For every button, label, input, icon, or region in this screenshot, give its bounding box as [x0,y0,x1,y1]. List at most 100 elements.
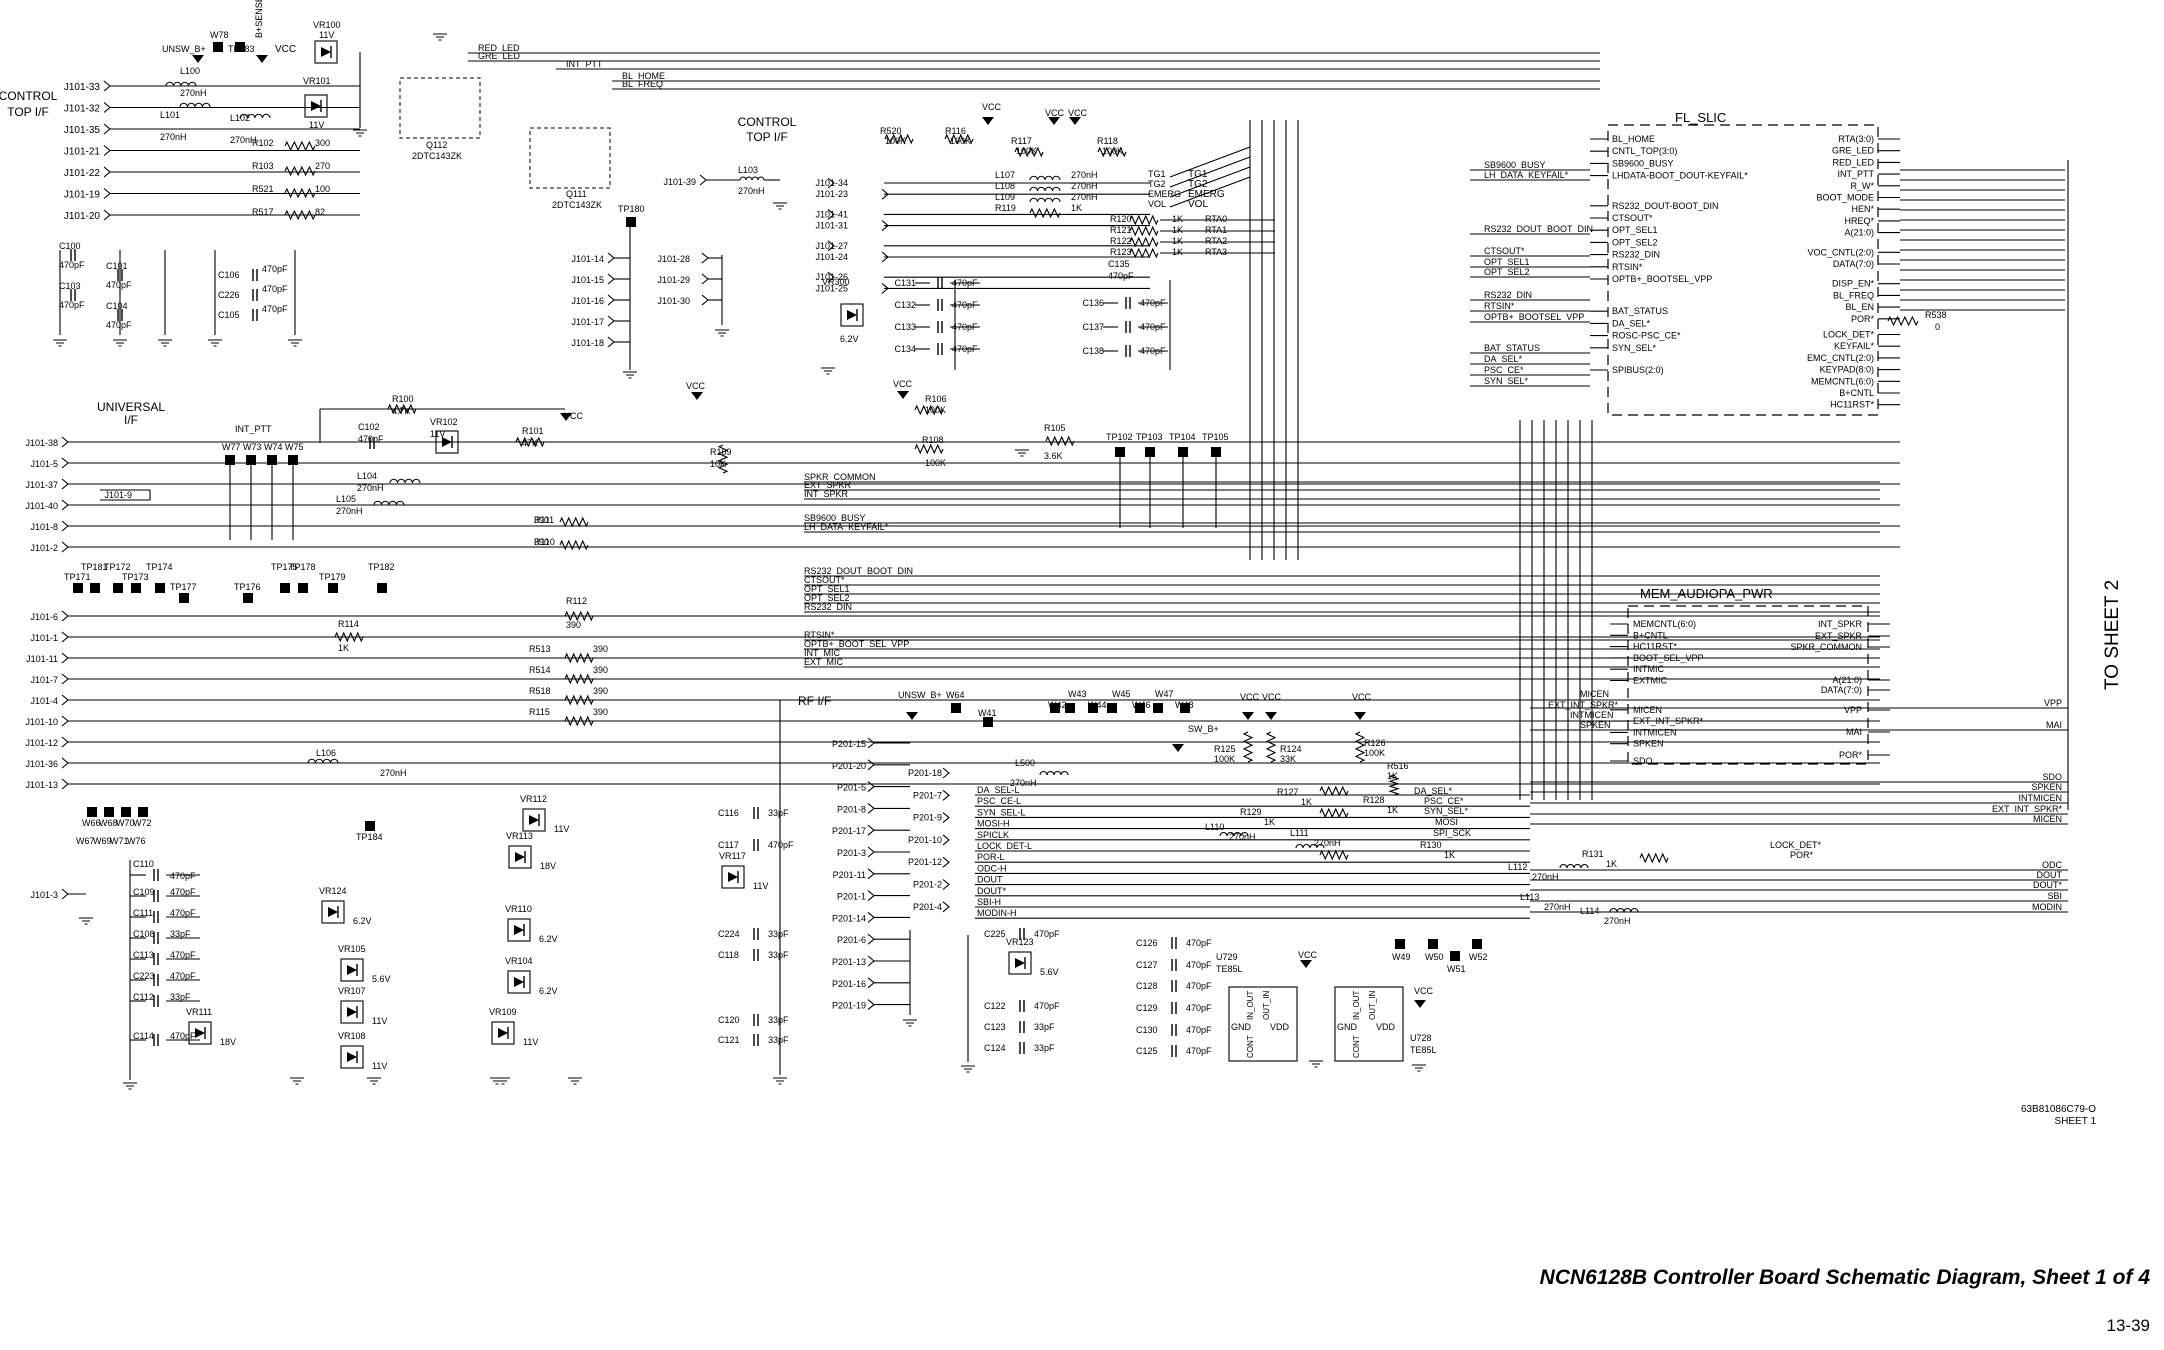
capacitor-value: 33pF [768,950,789,960]
resistor-value: 100 [315,184,330,194]
mem-left-pin: INTMICEN [1633,727,1677,737]
transistor-part: 2DTC143ZK [412,151,462,161]
j101-pin-label: J101-7 [30,675,58,685]
inductor [1609,907,1639,913]
component-ref: L105 [336,494,356,504]
ic-part: TE85L [1410,1045,1437,1055]
inductor [1559,863,1589,869]
ground-icon [79,917,93,925]
fl-slic-right-pin: RTA(3:0) [1838,134,1874,144]
capacitor-ref: C113 [133,950,154,960]
test-point-label: W46 [1132,700,1151,710]
capacitor-value: 470pF [170,871,196,881]
component-value: 1K [1301,797,1312,807]
component-value: 100K [950,136,971,146]
mem-left-pin: MEMCNTL(6:0) [1633,619,1696,629]
wire [1169,146,1251,178]
zener-value: 6.2V [840,334,859,344]
slic-net-label: CTSOUT* [1484,246,1525,256]
zener-ref: VR101 [303,76,331,86]
component-ref: R111 [534,515,554,525]
capacitor-value: 470pF [768,840,794,850]
inductor [1295,843,1325,849]
capacitor-ref: C135 [1108,259,1130,269]
ground-icon [290,1077,304,1085]
p201-pin-label: P201-16 [832,979,866,989]
connector-pin-icon [867,911,875,923]
rf-net-label: MODIN-H [977,908,1017,918]
test-point [1153,703,1163,713]
test-point [377,583,387,593]
connector-pin-icon [61,520,69,532]
capacitor-value: 33pF [768,808,789,818]
zener-value: 11V [753,881,768,891]
vcc-arrow-icon [1048,117,1060,125]
low-zener [347,1052,357,1062]
component-ref: R130 [1420,840,1442,850]
low-zener [347,965,357,975]
ground-icon [773,202,787,210]
resistor [559,516,589,528]
p201-pin-label: P201-13 [832,957,866,967]
test-point [298,583,308,593]
connector-pin-icon [867,802,875,814]
j101-pin-label: J101-26 [815,272,848,282]
right-edge-net: MICEN [2033,814,2062,824]
test-point-label: W76 [127,836,146,846]
component-ref: R114 [338,619,359,629]
gate-pin-label: CONT [1246,1035,1255,1058]
inductor [1029,186,1061,192]
test-point-label: W67 [76,836,95,846]
slic-net-label: SB9600_BUSY [1484,160,1546,170]
zener-ref: VR112 [520,794,547,804]
net-label: BL_HOME [622,71,665,81]
capacitor-value: 470pF [1186,938,1212,948]
component-value: 1K [1444,850,1455,860]
r538-resistor [1887,315,1919,327]
j101-pin-label: J101-12 [25,738,58,748]
component-value: 270nH [1071,181,1098,191]
net-label: RED_LED [478,43,520,53]
fl-slic-block [1607,124,1879,416]
ic-part: TE85L [1216,964,1243,974]
zener-value: 6.2V [539,986,558,996]
resistor-ref: R121 [1110,225,1132,235]
control-top-if-label: TOP I/F [746,130,788,144]
component-ref: L106 [316,748,336,758]
rta-net: RTA0 [1205,214,1227,224]
zener-value: 6.2V [539,934,558,944]
test-point [121,807,131,817]
test-point-label: TP177 [170,582,197,592]
capacitor-value: 470pF [59,260,85,270]
test-point [1145,447,1155,457]
int-ptt-label: INT_PTT [235,424,272,434]
ground-icon [961,1065,975,1073]
resistor-ref: R102 [252,138,274,148]
sheet-number-label: SHEET 1 [2055,1116,2097,1127]
resistor-value: 1K [1172,214,1183,224]
resistor-ref: R106 [925,394,947,404]
component-ref: R115 [529,707,550,717]
capacitor-value: 470pF [262,284,288,294]
w78-test-point [213,42,223,52]
j101-pin-label: J101-23 [815,189,848,199]
j101-pin-label: J101-19 [64,190,101,201]
test-point-label: W49 [1392,952,1411,962]
component-value: 270nH [1604,916,1631,926]
l101-inductor [179,102,211,108]
j101-pin-label: J101-20 [64,211,101,222]
zener-ref: VR109 [489,1007,517,1017]
connector-pin-icon [701,273,709,285]
ground-icon [53,339,67,347]
capacitor-value: 470pF [1186,981,1212,991]
component-ref: R128 [1363,795,1385,805]
capacitor-ref: C223 [133,971,155,981]
right-edge-net: SDO [2042,772,2062,782]
resistor [564,715,594,727]
low-zener [498,1028,508,1038]
j101-pin-label: J101-17 [571,317,604,327]
capacitor-ref: C129 [1136,1003,1158,1013]
p201-pin-label: P201-18 [908,768,942,778]
capacitor-value: 470pF [1186,1003,1212,1013]
rf-net-label: LOCK_DET-L [977,841,1032,851]
